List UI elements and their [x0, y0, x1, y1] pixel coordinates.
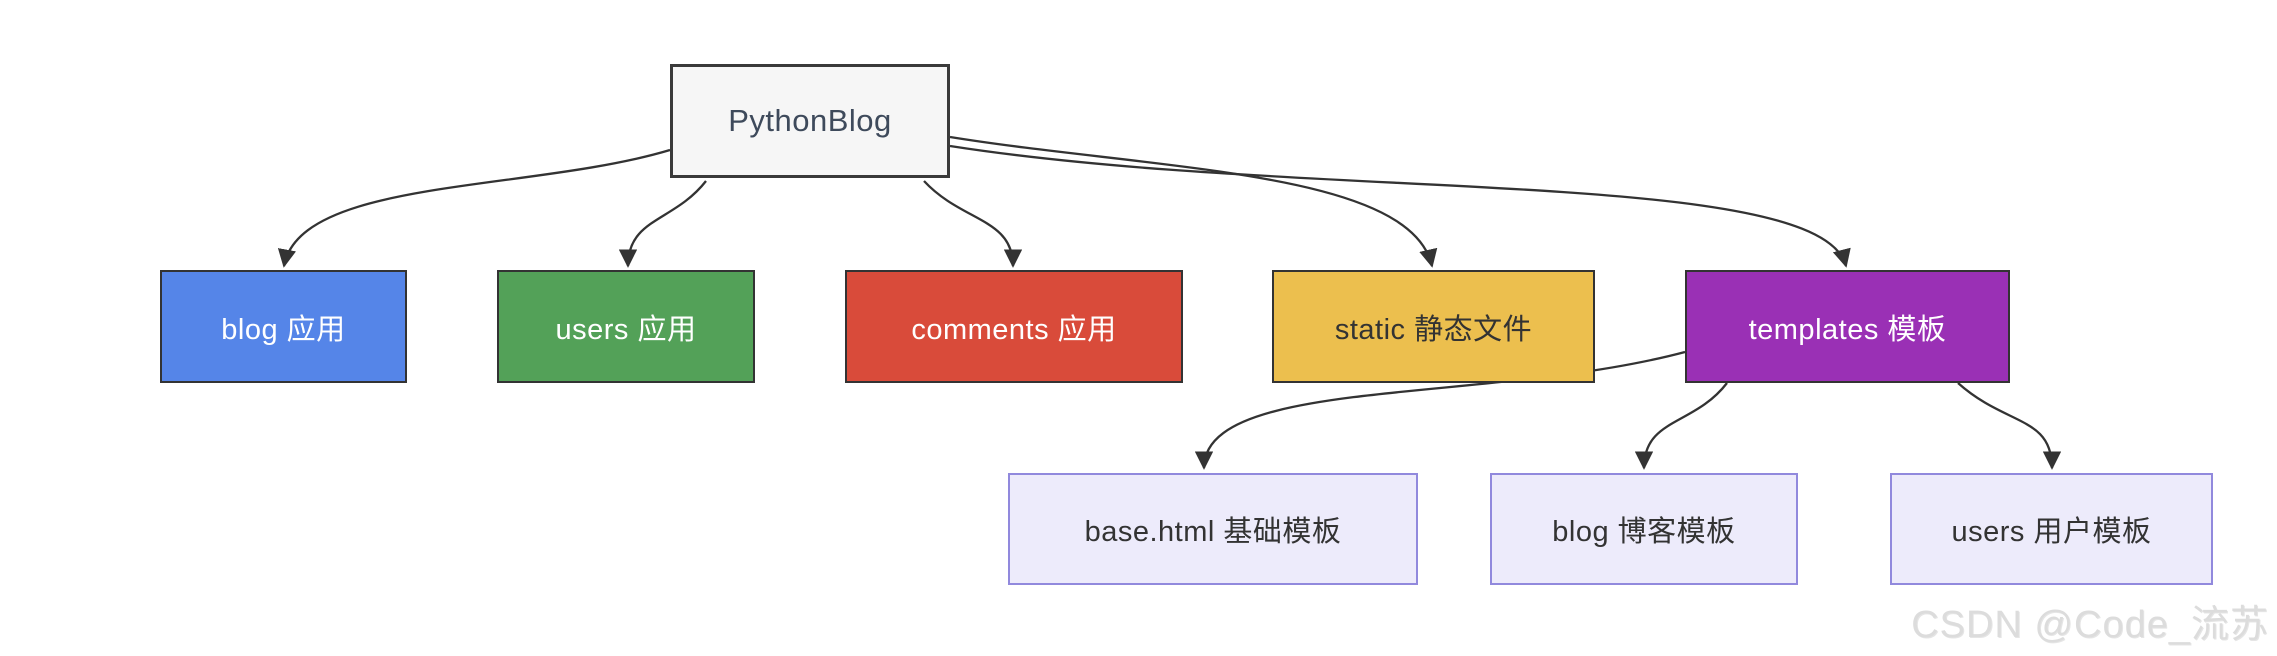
node-blog-app: blog 应用: [160, 270, 407, 383]
edge-templates-to-users-template: [1957, 382, 2062, 470]
edge-pythonblog-to-comments-app: [923, 180, 1023, 268]
node-templates: templates 模板: [1685, 270, 2010, 383]
node-base-template: base.html 基础模板: [1008, 473, 1418, 585]
node-static-files: static 静态文件: [1272, 270, 1595, 383]
node-pythonblog-label: PythonBlog: [728, 103, 892, 138]
edge-pythonblog-to-users-app: [618, 180, 707, 268]
node-blog-template-label: blog 博客模板: [1552, 516, 1736, 548]
node-users-template: users 用户模板: [1890, 473, 2213, 585]
watermark: CSDN @Code_流苏: [1911, 604, 2269, 646]
node-templates-label: templates 模板: [1748, 313, 1947, 346]
node-blog-app-label: blog 应用: [221, 313, 346, 346]
edge-pythonblog-to-blog-app: [277, 148, 671, 268]
node-base-template-label: base.html 基础模板: [1084, 516, 1342, 548]
node-users-app: users 应用: [497, 270, 755, 383]
node-users-app-label: users 应用: [555, 313, 697, 346]
edge-templates-to-blog-template: [1634, 382, 1728, 470]
edge-pythonblog-to-static-files: [949, 135, 1438, 268]
node-users-template-label: users 用户模板: [1951, 516, 2152, 548]
node-comments-app-label: comments 应用: [911, 313, 1117, 346]
node-blog-template: blog 博客模板: [1490, 473, 1798, 585]
node-static-files-label: static 静态文件: [1334, 313, 1533, 346]
node-pythonblog: PythonBlog: [670, 64, 950, 178]
edge-pythonblog-to-templates: [949, 144, 1851, 268]
node-comments-app: comments 应用: [845, 270, 1183, 383]
